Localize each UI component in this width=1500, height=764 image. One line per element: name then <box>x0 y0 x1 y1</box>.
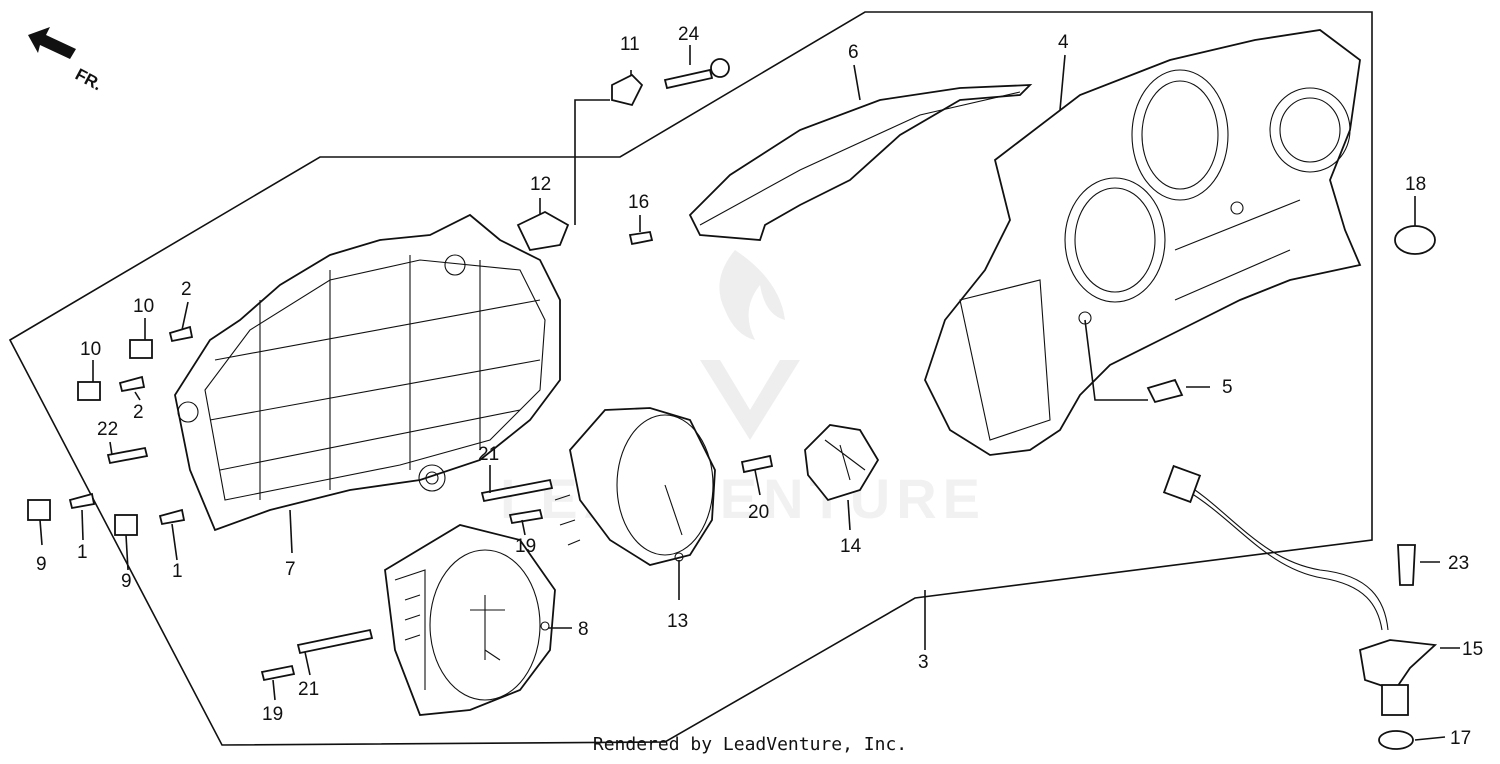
callout-9a: 9 <box>36 554 47 575</box>
callout-17: 17 <box>1450 728 1471 749</box>
callout-3: 3 <box>918 652 929 673</box>
callout-20: 20 <box>748 502 769 523</box>
callout-13: 13 <box>667 611 688 632</box>
callout-4: 4 <box>1058 32 1069 53</box>
fasteners <box>27 58 1436 750</box>
callout-1b: 1 <box>172 561 183 582</box>
callout-23: 23 <box>1448 553 1469 574</box>
callout-19b: 19 <box>262 704 283 725</box>
callout-14: 14 <box>840 536 862 557</box>
leader-lines <box>39 45 1460 741</box>
callout-5: 5 <box>1222 377 1233 398</box>
callout-7: 7 <box>285 559 296 580</box>
callout-21b: 21 <box>298 679 319 700</box>
callout-12: 12 <box>530 174 551 195</box>
speed-sensor-part <box>1162 464 1438 716</box>
callout-22: 22 <box>97 419 118 440</box>
callout-2a: 2 <box>181 279 192 300</box>
callout-1a: 1 <box>77 542 88 563</box>
callout-6: 6 <box>848 42 859 63</box>
tachometer-part <box>554 407 716 566</box>
direction-label: FR. <box>72 65 105 95</box>
callout-16: 16 <box>628 192 649 213</box>
callout-10b: 10 <box>80 339 101 360</box>
callout-8: 8 <box>578 619 589 640</box>
watermark-logo: LEADVENTURE <box>500 250 980 530</box>
front-direction-arrow-icon <box>28 27 76 59</box>
callout-18: 18 <box>1405 174 1426 195</box>
meter-cover-part <box>924 29 1362 456</box>
callout-10a: 10 <box>133 296 154 317</box>
visor-part <box>688 84 1033 241</box>
callout-19a: 19 <box>515 536 536 557</box>
callout-9b: 9 <box>121 571 132 592</box>
meter-case-part <box>174 213 561 532</box>
assembly-boundary <box>8 11 1373 746</box>
footer-credit: Rendered by LeadVenture, Inc. <box>592 734 908 755</box>
callout-2b: 2 <box>133 402 144 423</box>
callout-24: 24 <box>678 24 700 45</box>
fuel-gauge-part <box>804 424 880 502</box>
speedometer-part <box>384 524 556 716</box>
callout-15: 15 <box>1462 639 1483 660</box>
callout-11: 11 <box>620 34 640 55</box>
callout-21a: 21 <box>478 444 499 465</box>
